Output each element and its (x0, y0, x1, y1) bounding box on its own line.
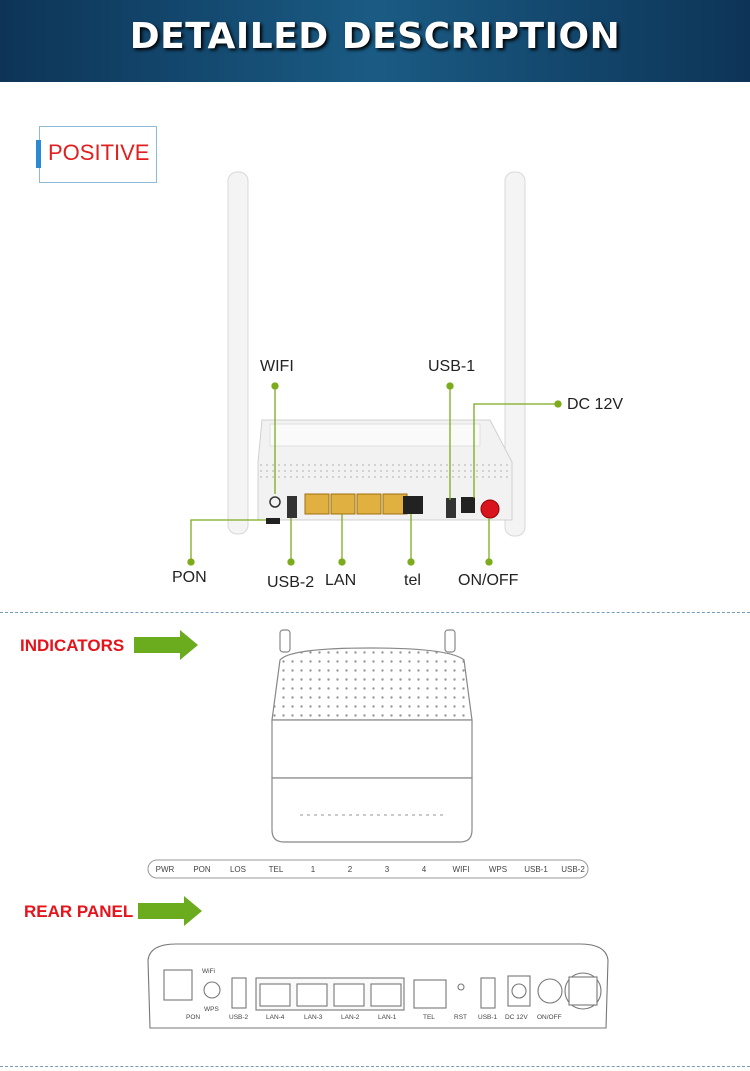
indicators-arrow (134, 630, 198, 660)
rear-usb1-label: USB-1 (478, 1014, 498, 1021)
wifi-label: WIFI (260, 358, 294, 375)
front-view-router (271, 629, 473, 843)
lan-port-3 (330, 493, 356, 515)
rear-panel-heading: REAR PANEL (24, 902, 134, 921)
led-wifi-label: WIFI (452, 865, 470, 874)
led-lan3-label: 3 (384, 865, 390, 874)
usb1-label: USB-1 (428, 358, 476, 375)
tel-port (403, 496, 423, 514)
indicator-strip (147, 859, 589, 879)
section-divider (0, 612, 750, 613)
led-usb1-label: USB-1 (524, 865, 548, 874)
rear-view-router (147, 943, 609, 1029)
positive-accent-bar (36, 140, 41, 168)
lan-label: LAN (325, 572, 357, 589)
right-antenna (504, 171, 526, 537)
power-button (480, 499, 500, 519)
rear-wifi-label: WiFi (202, 968, 215, 975)
rear-lan4-label: LAN-4 (266, 1014, 285, 1021)
rear-rst-label: RST (454, 1014, 467, 1021)
led-pon-label: PON (193, 865, 211, 874)
lan-port-2 (356, 493, 382, 515)
pon-port (266, 518, 280, 524)
led-tel-label: TEL (268, 865, 284, 874)
rear-usb2-label: USB-2 (229, 1014, 249, 1021)
page-title: DETAILED DESCRIPTION (129, 16, 621, 57)
lan-port-4 (304, 493, 330, 515)
led-lan2-label: 2 (347, 865, 353, 874)
usb2-port (287, 496, 297, 518)
rear-lan3-label: LAN-3 (304, 1014, 323, 1021)
pon-label: PON (172, 569, 207, 586)
wifi-button (269, 496, 281, 508)
rear-lan1-label: LAN-1 (378, 1014, 397, 1021)
led-lan4-label: 4 (421, 865, 427, 874)
led-los-label: LOS (229, 865, 246, 874)
led-usb2-label: USB-2 (561, 865, 585, 874)
dc12v-label: DC 12V (567, 396, 624, 413)
rear-pon-label: PON (186, 1014, 201, 1021)
rear-tel-label: TEL (423, 1014, 435, 1021)
usb2-label: USB-2 (267, 574, 315, 591)
onoff-label: ON/OFF (458, 572, 519, 589)
usb1-port (446, 498, 456, 518)
rear-dc12v-label: DC 12V (505, 1014, 528, 1021)
rear-wps-label: WPS (204, 1006, 219, 1013)
positive-label: POSITIVE (48, 140, 150, 165)
tel-label: tel (404, 572, 421, 589)
rear-panel-arrow (138, 896, 202, 926)
indicators-heading: INDICATORS (20, 636, 125, 655)
led-wps-label: WPS (488, 865, 508, 874)
led-lan1-label: 1 (310, 865, 316, 874)
header-banner: DETAILED DESCRIPTION (0, 0, 750, 82)
left-antenna (227, 171, 249, 535)
led-pwr-label: PWR (155, 865, 175, 874)
rear-lan2-label: LAN-2 (341, 1014, 360, 1021)
section-divider-bottom (0, 1066, 750, 1067)
dc-port (461, 497, 475, 513)
rear-onoff-label: ON/OFF (537, 1014, 562, 1021)
